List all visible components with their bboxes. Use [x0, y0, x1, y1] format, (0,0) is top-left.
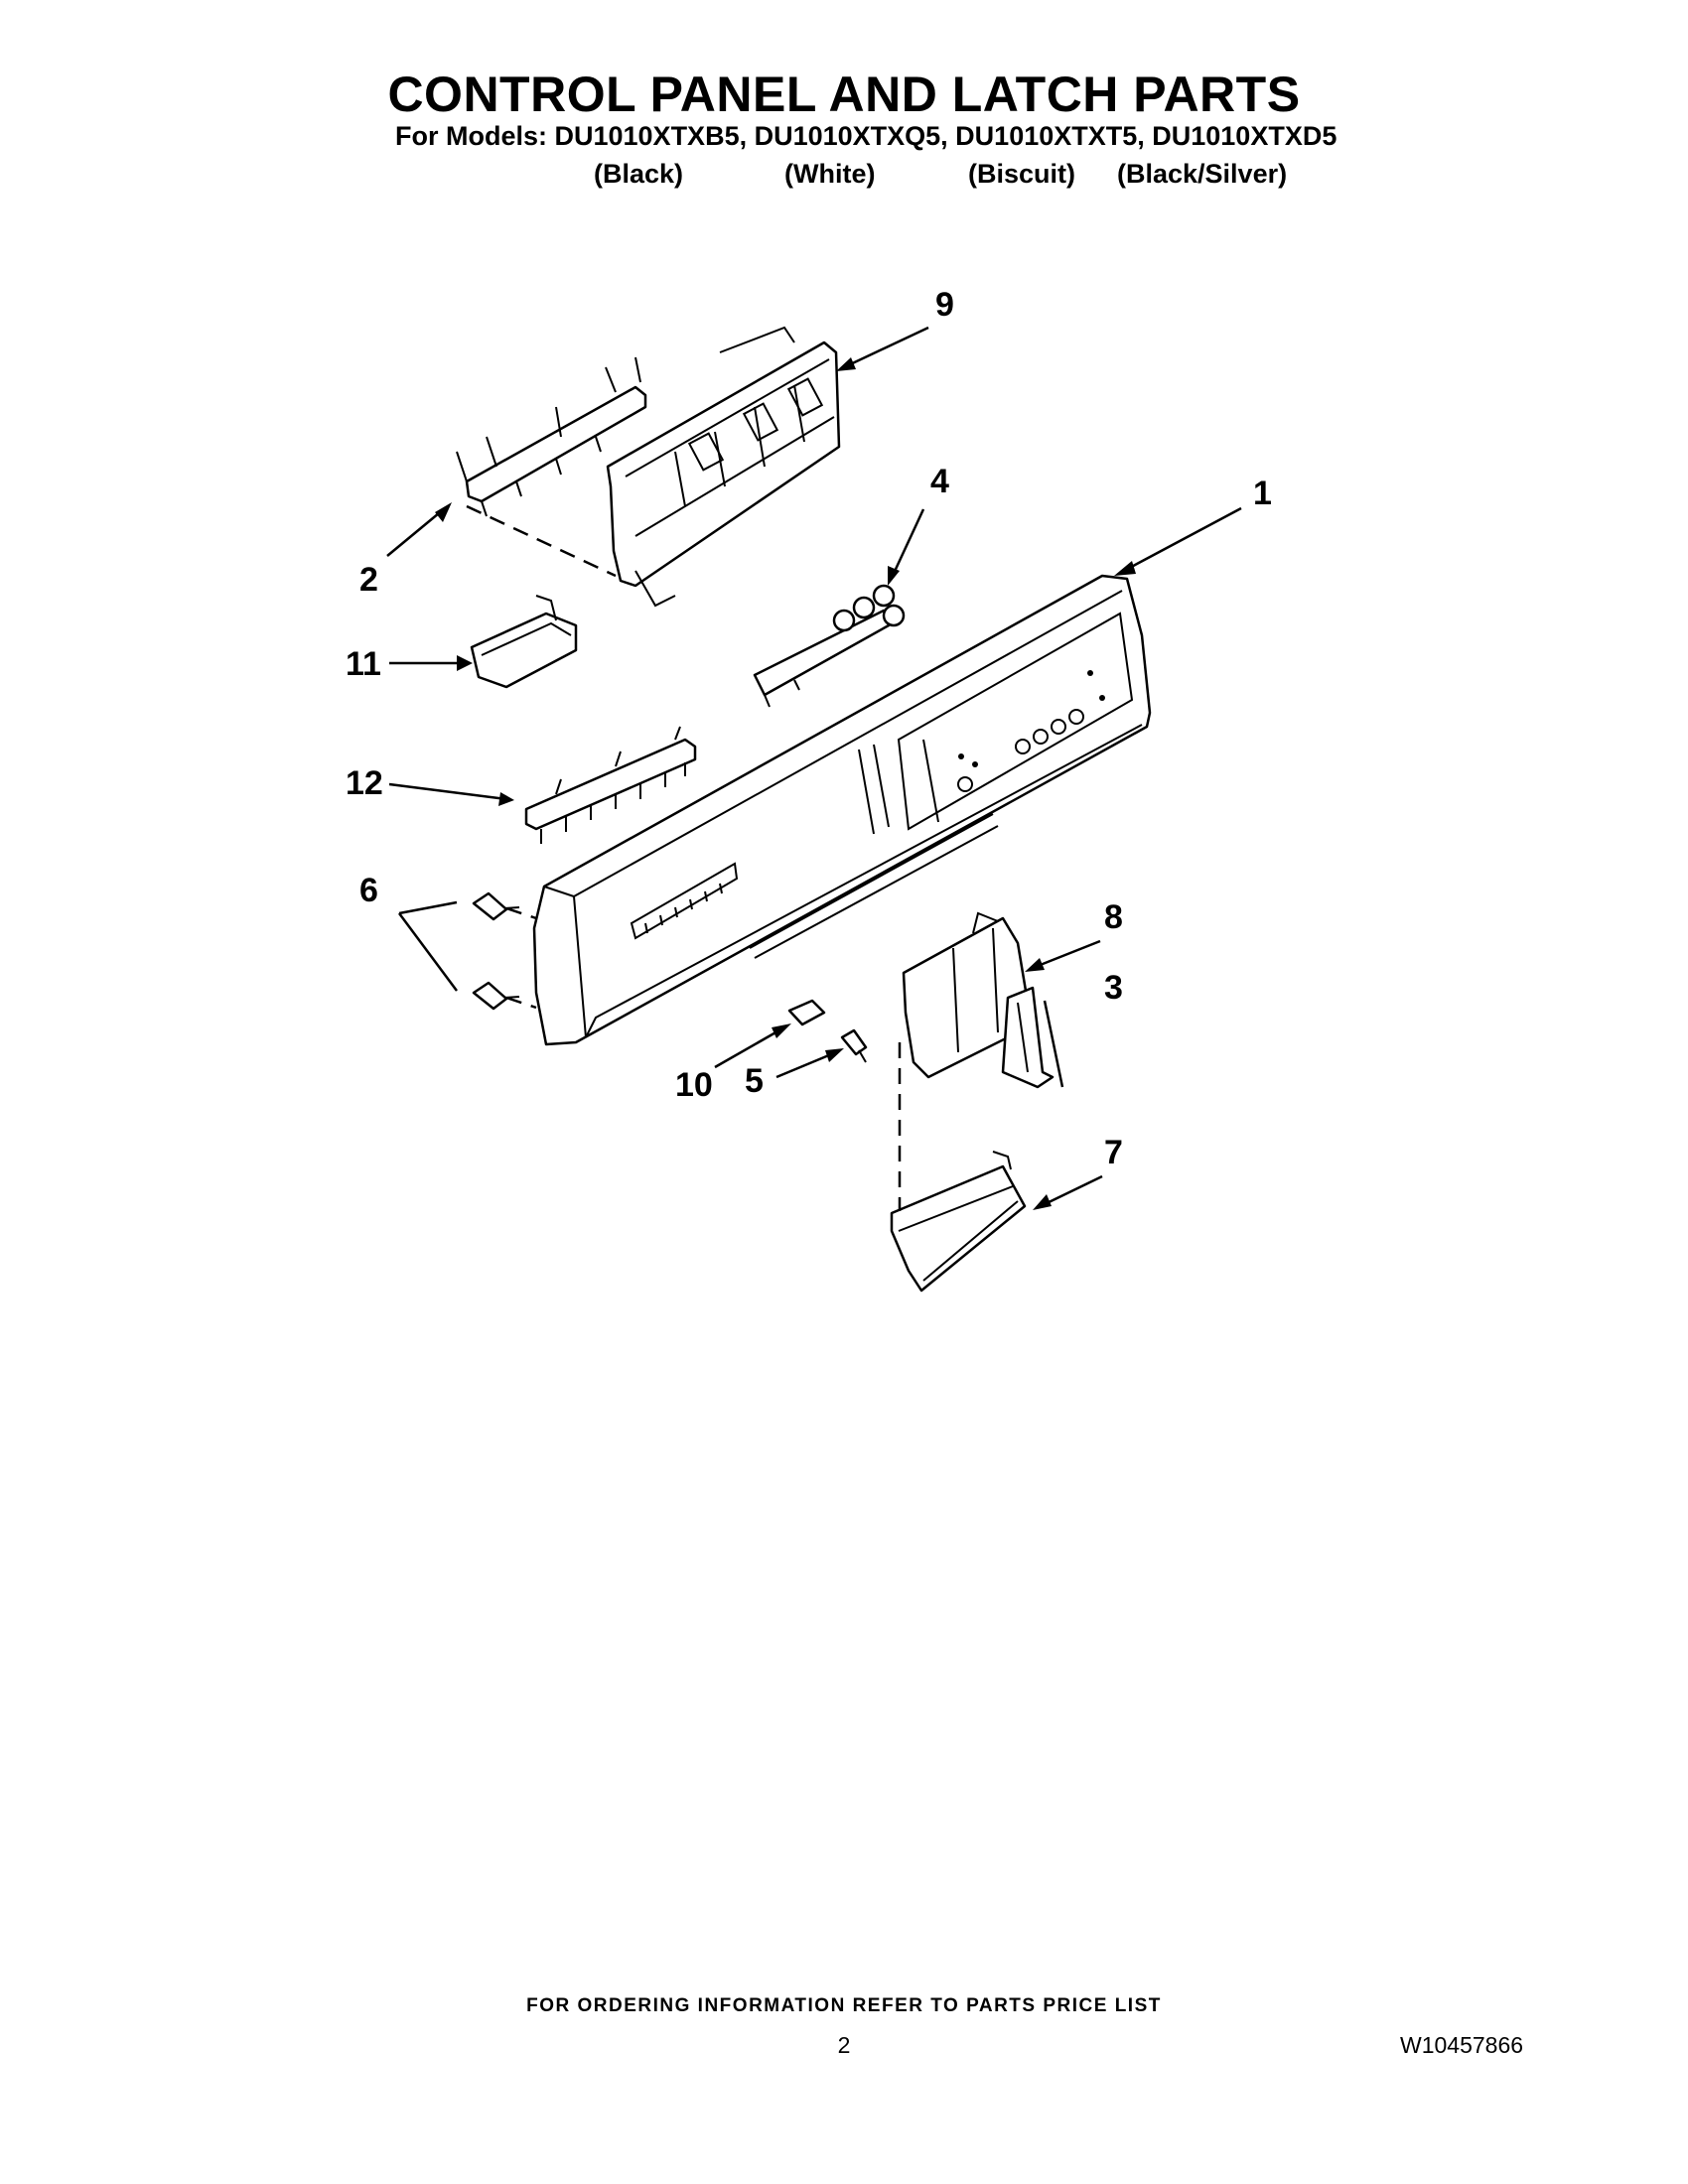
switch-part-10	[787, 999, 826, 1026]
control-panel-console	[532, 574, 1152, 1046]
latch-bracket	[1001, 986, 1055, 1089]
alignment-line-bracket	[466, 504, 617, 578]
screw-part-5	[840, 1028, 868, 1063]
models-line: For Models: DU1010XTXB5, DU1010XTXQ5, DU…	[395, 121, 1337, 151]
color-label-black: (Black)	[594, 159, 684, 189]
callout-3: 3	[1104, 969, 1123, 1007]
callout-6: 6	[359, 872, 378, 909]
callout-7: 7	[1104, 1134, 1123, 1171]
document-number: W10457866	[1400, 2032, 1524, 2058]
control-bracket	[456, 356, 647, 517]
color-label-biscuit: (Biscuit)	[968, 159, 1075, 189]
button-set	[753, 584, 906, 708]
callout-11: 11	[346, 645, 381, 683]
callout-12: 12	[346, 764, 383, 802]
color-label-white: (White)	[784, 159, 876, 189]
page-title: CONTROL PANEL AND LATCH PARTS	[387, 67, 1301, 122]
door-handle	[890, 1151, 1027, 1293]
callout-9: 9	[935, 286, 954, 324]
switch-bracket	[524, 726, 697, 844]
alignment-line-screws	[505, 906, 537, 1010]
electronic-control-board	[606, 326, 841, 608]
page-number: 2	[837, 2032, 851, 2058]
ordering-footer: FOR ORDERING INFORMATION REFER TO PARTS …	[526, 1995, 1162, 2016]
callout-5: 5	[745, 1062, 764, 1100]
leader-lines	[386, 326, 1242, 1211]
cover-part	[470, 595, 578, 689]
callout-2: 2	[359, 561, 378, 599]
color-label-black-silver: (Black/Silver)	[1117, 159, 1288, 189]
callout-8: 8	[1104, 898, 1123, 936]
callout-10: 10	[675, 1066, 713, 1104]
callout-4: 4	[930, 463, 949, 500]
callout-1: 1	[1253, 475, 1272, 512]
